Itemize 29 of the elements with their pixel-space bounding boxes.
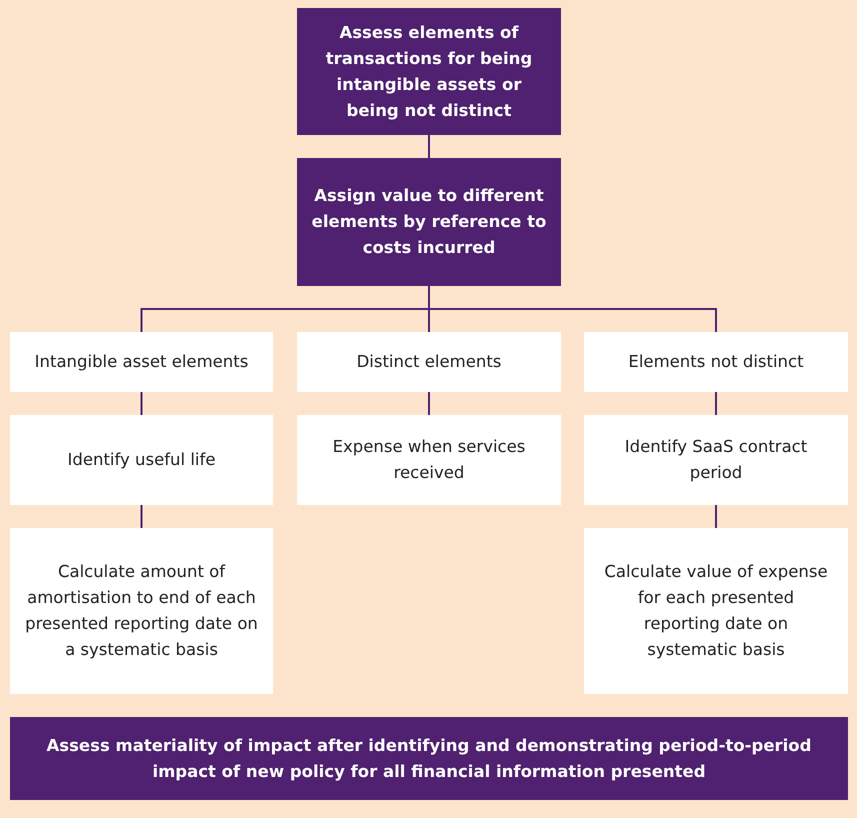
box-text: Assign value to different elements by reference to costs incurred (311, 185, 547, 259)
box-text: Elements not distinct (628, 351, 804, 373)
process-box (10, 717, 848, 800)
process-box (297, 8, 561, 135)
box-text: Distinct elements (356, 351, 502, 373)
box-text: Assess materiality of impact after identifying and demonstrating period-to-period impact of new policy for all financial information presented (46, 734, 812, 783)
connector-line (715, 505, 717, 528)
step-box (584, 332, 848, 392)
box-text: Intangible asset elements (34, 351, 248, 373)
box-text: Calculate amount of amortisation to end of each presented reporting date on a systematic basis (24, 561, 259, 661)
box-text: Calculate value of expense for each presented reporting date on systematic basis (603, 561, 829, 661)
connector-line (140, 392, 142, 415)
step-box (10, 528, 273, 694)
box-text: Identify SaaS contract period (624, 436, 808, 484)
step-box (297, 332, 561, 392)
connector-line (428, 286, 717, 332)
step-box (10, 332, 273, 392)
connector-line (140, 505, 142, 528)
connector-line (428, 135, 430, 158)
process-box (297, 158, 561, 286)
box-text: Assess elements of transactions for being intangible assets or being not distinct (324, 22, 534, 122)
connector-line (715, 392, 717, 415)
step-box (10, 415, 273, 505)
box-text: Identify useful life (68, 449, 216, 471)
step-box (584, 528, 848, 694)
connector-line (428, 392, 430, 415)
box-text: Expense when services received (332, 436, 526, 484)
step-box (297, 415, 561, 505)
step-box (584, 415, 848, 505)
